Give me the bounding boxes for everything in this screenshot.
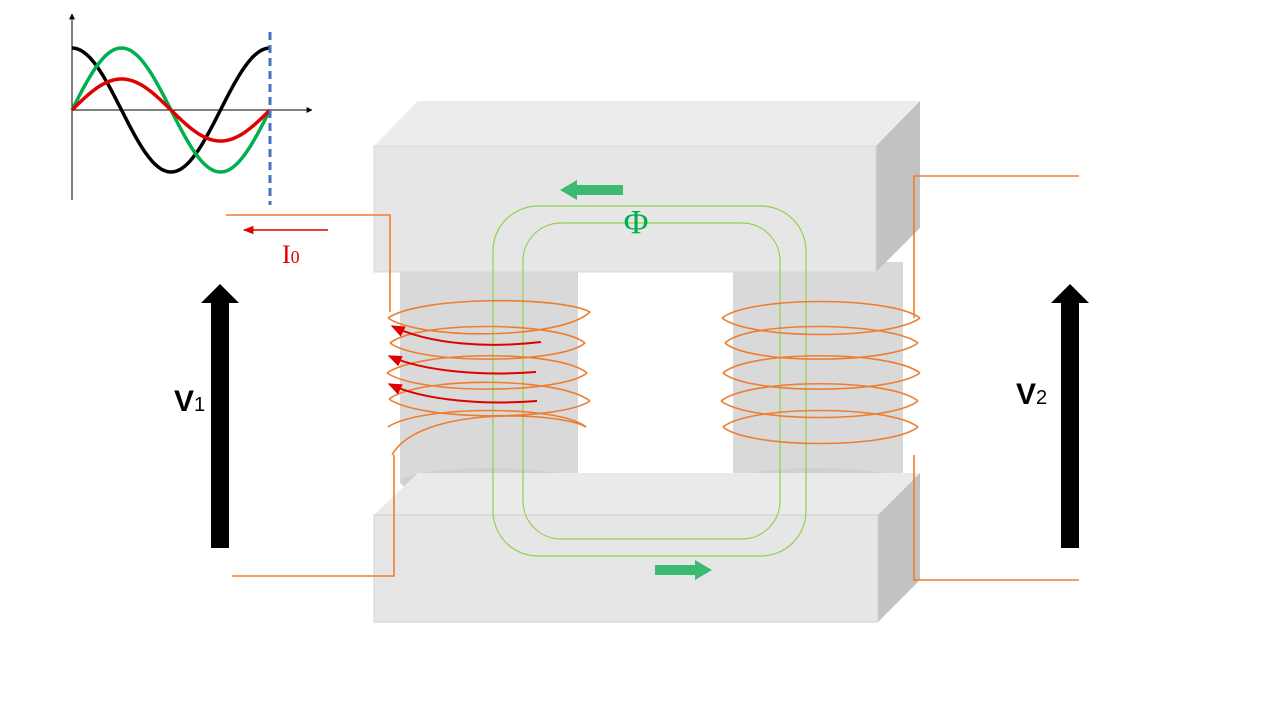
top-yoke — [373, 101, 920, 273]
transformer-core — [373, 101, 920, 623]
primary-limb — [400, 262, 578, 496]
waveform-inset — [69, 13, 313, 205]
flux-label: Φ — [624, 204, 649, 241]
voltage-wave — [71, 46, 271, 174]
v2-arrow — [1051, 284, 1089, 548]
secondary-limb — [733, 262, 903, 496]
flux-path — [492, 205, 807, 557]
v1-arrow — [201, 284, 239, 548]
flux-arrow-bottom — [655, 560, 712, 580]
current-wave — [70, 77, 272, 143]
bottom-yoke — [373, 473, 920, 623]
v2-label: V2 — [1016, 378, 1047, 411]
current-label: I0 — [282, 240, 300, 269]
flux-arrow-top — [560, 180, 623, 200]
secondary-winding — [720, 175, 1079, 581]
v1-label: V1 — [174, 385, 205, 418]
current-arrows — [387, 325, 542, 404]
primary-winding — [226, 214, 591, 577]
